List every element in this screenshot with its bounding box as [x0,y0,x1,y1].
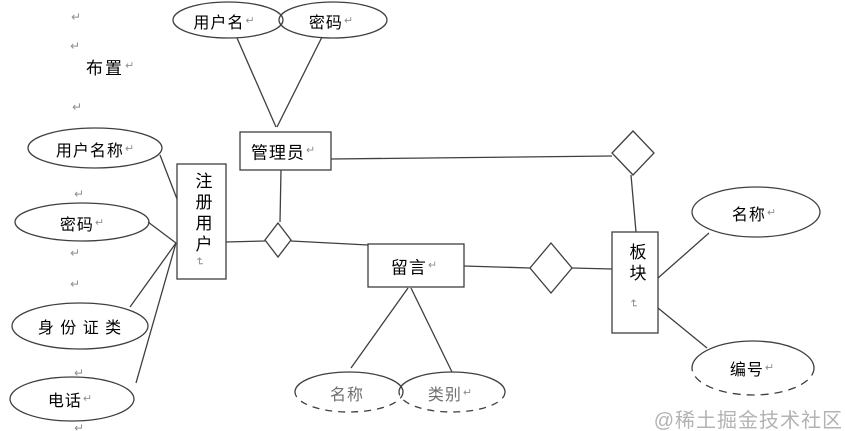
attribute-ellipse-phone [9,376,135,422]
attribute-label-id-type: 身 份 证 类 [38,314,122,338]
attribute-text: 名称 [329,387,365,404]
edge-diamond1-message [290,240,369,246]
attribute-text: 名称 [731,207,766,224]
attribute-label-name-bottom: 名称 [330,381,364,405]
edge-board-number [657,307,708,349]
edge-passwordtop-admin [276,36,323,128]
edge-usernametop-admin [236,37,277,128]
edge-reguser-diamond1 [225,240,266,243]
entity-box-admin [239,131,332,171]
paragraph-mark-icon: ↵ [74,187,85,201]
paragraph-mark-icon: ↵ [70,246,81,260]
paragraph-mark-icon: ↵ [70,277,81,291]
edge-diamond2-board [630,174,637,233]
attribute-text: 编号 [729,362,764,379]
entity-box-registered-user [176,163,227,280]
paragraph-mark-icon: ↵ [74,421,85,431]
attribute-ellipse-password-left [14,202,150,242]
paragraph-mark-icon: ↵ [766,206,777,219]
attribute-label-password-left: 密码↵ [60,211,104,235]
attribute-ellipse-category [398,371,506,413]
edge-message-namebottom [350,287,409,369]
edge-board-nameright [657,232,710,279]
attribute-text: 密码 [308,15,343,32]
paragraph-mark-icon: ↵ [462,386,473,399]
edge-message-diamond3 [463,265,531,269]
paragraph-mark-icon: ↵ [72,100,83,114]
entity-text: 留言 [390,258,427,278]
edge-admin-diamond1 [279,169,282,223]
layout-text-label: 布置 [86,59,124,78]
attribute-text: 用户名 [193,15,245,32]
paragraph-mark-icon: ↵ [124,142,135,155]
entity-text: 管理员 [250,143,305,163]
attribute-text: 身 份 证 类 [37,320,123,337]
attribute-label-phone: 电话↵ [48,387,92,411]
attribute-ellipse-name-right [691,186,821,238]
category-top-arc [398,371,506,393]
attribute-label-user-name: 用户名称↵ [56,137,134,161]
attribute-label-number: 编号↵ [730,356,774,380]
attribute-label-category: 类别↵ [428,381,472,405]
paragraph-mark-icon: ↵ [82,392,93,405]
attribute-ellipse-id-type [11,302,149,350]
attribute-text: 用户名称 [55,143,124,160]
attribute-text: 类别 [427,387,462,404]
name-bottom-top-arc [294,371,404,393]
watermark-text: @稀土掘金技术社区 [653,410,843,431]
relationship-diamond-2 [611,130,655,176]
entity-label-registered-user: 注册用户 [192,172,212,256]
attribute-ellipse-username-top [172,1,284,39]
paragraph-mark-icon: ↵ [764,361,775,374]
attribute-label-username-top: 用户名↵ [193,9,254,33]
paragraph-mark-icon: ↵ [94,216,105,229]
edge-idtype-reguser [129,242,177,308]
attribute-ellipse-user-name [27,127,163,169]
connector-lines [129,36,710,384]
attribute-text: 密码 [59,217,94,234]
edge-phone-reguser [135,242,177,384]
paragraph-mark-icon: ↵ [125,60,137,72]
attribute-label-password-top: 密码↵ [309,9,353,33]
paragraph-mark-icon: ↵ [74,366,85,380]
paragraph-mark-icon: ↵ [71,10,82,24]
attribute-ellipse-password-top [278,1,388,39]
relationship-diamond-3 [529,241,573,295]
edge-admin-diamond2 [330,155,613,160]
entity-label-board: 板块 [626,243,646,285]
attribute-label-name-right: 名称↵ [732,201,776,225]
paragraph-mark-icon: ↵ [70,39,81,53]
edge-username-reguser [159,154,178,200]
number-top-arc [691,340,815,369]
attribute-text: 电话 [47,393,82,410]
attribute-ellipse-number [691,340,815,396]
edge-passwordleft-reguser [147,221,177,244]
paragraph-mark-icon: ↵ [343,14,354,27]
entity-label-message: 留言↵ [391,254,437,279]
paragraph-mark-icon: ↵ [245,14,255,27]
entity-box-board [611,231,659,334]
edge-diamond3-board [571,267,613,270]
number-dashed-arc [691,367,815,396]
vertical-paragraph-mark-icon: ↵ [193,256,206,267]
entity-label-admin: 管理员↵ [251,139,315,164]
paragraph-mark-icon: ↵ [305,144,316,157]
layout-text: 布置↵ [86,54,136,79]
relationship-diamond-1 [264,221,292,259]
category-dashed-arc [398,391,506,413]
entity-box-message [367,243,465,288]
attribute-ellipse-name-bottom [294,371,404,413]
edge-message-category [410,287,453,373]
vertical-paragraph-mark-icon: ↵ [627,298,640,309]
paragraph-mark-icon: ↵ [427,259,438,272]
